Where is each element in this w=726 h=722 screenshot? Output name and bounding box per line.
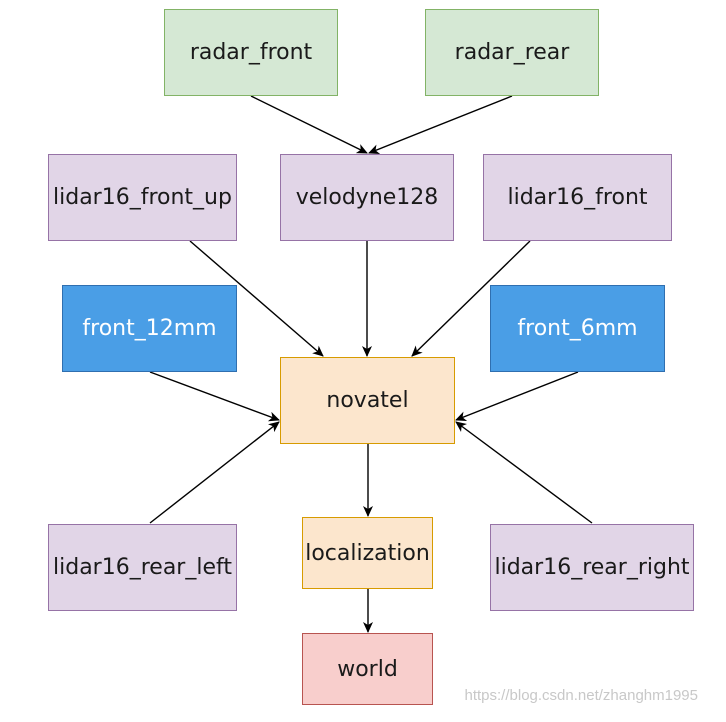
edge-radar-rear-to-velodyne128	[368, 95, 513, 154]
node-front-6mm: front_6mm	[490, 285, 665, 372]
node-radar-front: radar_front	[164, 9, 338, 96]
node-lidar16-front-up: lidar16_front_up	[48, 154, 237, 241]
node-localization: localization	[302, 517, 433, 589]
node-lidar16-rear-left: lidar16_rear_left	[48, 524, 237, 611]
node-front-12mm: front_12mm	[62, 285, 237, 372]
node-world: world	[302, 633, 433, 705]
watermark: https://blog.csdn.net/zhanghm1995	[464, 687, 699, 704]
node-lidar16-front: lidar16_front	[483, 154, 672, 241]
edge-front-6mm-to-novatel	[455, 371, 579, 421]
node-novatel: novatel	[280, 357, 455, 444]
node-lidar16-rear-right: lidar16_rear_right	[490, 524, 694, 611]
edge-lidar16-rear-right-to-novatel	[455, 421, 593, 524]
node-radar-rear: radar_rear	[425, 9, 599, 96]
edge-front-12mm-to-novatel	[149, 371, 280, 422]
edge-lidar16-rear-left-to-novatel	[149, 421, 280, 524]
edge-lidar16-front-up-to-novatel	[189, 240, 324, 357]
node-velodyne128: velodyne128	[280, 154, 454, 241]
edge-lidar16-front-to-novatel	[411, 240, 531, 357]
edge-radar-front-to-velodyne128	[250, 95, 368, 154]
